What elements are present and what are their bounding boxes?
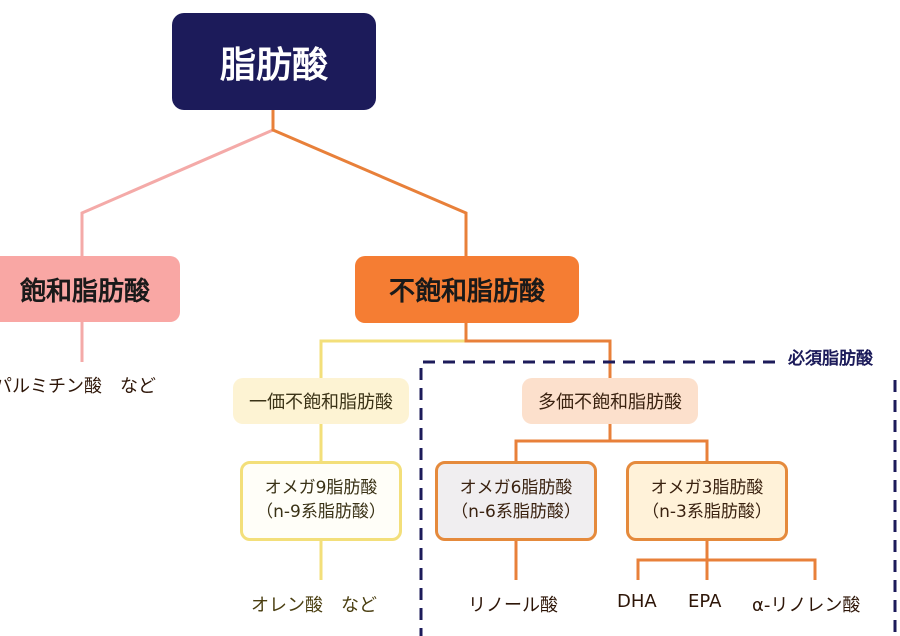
connector-unsat-mono (319, 323, 468, 378)
dha: DHA (617, 591, 657, 612)
node-monounsaturated: 一価不飽和脂肪酸 (233, 378, 409, 424)
oleic-acid-examples: オレン酸 など (251, 595, 377, 616)
node-unsaturated-fatty-acid: 不飽和脂肪酸 (355, 256, 579, 323)
omega3-line1: オメガ3脂肪酸 (650, 478, 764, 499)
node-polyunsaturated: 多価不飽和脂肪酸 (522, 378, 698, 424)
connector-omega3-dha (636, 558, 707, 580)
root-label: 脂肪酸 (219, 44, 328, 86)
essential-fatty-acid-label: 必須脂肪酸 (788, 349, 873, 369)
monounsaturated-label: 一価不飽和脂肪酸 (249, 392, 393, 413)
omega3-line2: （n-3系脂肪酸） (642, 502, 772, 522)
connector-poly-omega6 (514, 424, 612, 461)
connector-root-saturated (80, 128, 274, 256)
omega9-line1: オメガ9脂肪酸 (264, 478, 378, 499)
connector-root-unsaturated (271, 110, 468, 256)
node-omega9: オメガ9脂肪酸 （n-9系脂肪酸） (240, 461, 402, 541)
alpha-linolenic-acid: α-リノレン酸 (752, 595, 861, 616)
connector-omega3-ala (707, 558, 817, 580)
saturated-label: 飽和脂肪酸 (19, 276, 150, 307)
epa: EPA (688, 591, 722, 612)
node-omega3: オメガ3脂肪酸 （n-3系脂肪酸） (626, 461, 788, 541)
linoleic-acid: リノール酸 (468, 595, 558, 616)
connector-poly-omega3 (610, 439, 709, 461)
omega9-line2: （n-9系脂肪酸） (256, 502, 386, 522)
node-saturated-fatty-acid: 飽和脂肪酸 (0, 256, 180, 322)
node-omega6: オメガ6脂肪酸 （n-6系脂肪酸） (435, 461, 597, 541)
polyunsaturated-label: 多価不飽和脂肪酸 (538, 392, 682, 413)
connector-unsat-poly (464, 323, 612, 378)
omega6-line2: （n-6系脂肪酸） (451, 502, 581, 522)
root-node-fatty-acid: 脂肪酸 (172, 13, 376, 110)
saturated-examples: パルミチン酸 など (0, 376, 156, 397)
omega6-line1: オメガ6脂肪酸 (459, 478, 573, 499)
unsaturated-label: 不飽和脂肪酸 (388, 277, 545, 307)
